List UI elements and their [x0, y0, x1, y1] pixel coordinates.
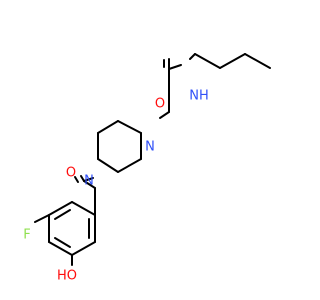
- piperazine-bond: [97, 158, 119, 173]
- ketone-double-bond: [80, 175, 85, 182]
- fluorine-label: F: [23, 228, 30, 243]
- piperazine-bond: [117, 120, 142, 134]
- benzene-bond: [48, 201, 73, 216]
- piperazine-bond: [97, 120, 119, 134]
- butyl-bond: [189, 53, 196, 60]
- piperazine-nitrogen-upper-label: N: [145, 140, 155, 155]
- benzene-inner-bond: [54, 237, 71, 248]
- butyl-bond: [219, 53, 246, 69]
- piperazine-bond: [117, 158, 142, 173]
- benzene-bond: [71, 241, 96, 256]
- ketone-oxygen-label: O: [66, 166, 76, 181]
- ketone-double-bond: [74, 176, 79, 183]
- amide-nitrogen-label: NH: [189, 89, 209, 104]
- benzene-inner-bond: [54, 209, 71, 220]
- amide-to-ring-bond: [83, 177, 94, 182]
- atom-label-layer: O NH N N O F HO: [23, 89, 208, 284]
- amide-cn-bond: [168, 64, 182, 70]
- butyl-bond: [194, 53, 221, 69]
- hydroxyl-label: HO: [57, 269, 77, 284]
- benzene-bond: [71, 201, 96, 216]
- butyl-bond: [244, 53, 271, 69]
- backbone-bond: [159, 111, 170, 119]
- benzene-bond: [48, 241, 73, 256]
- bond-layer: [34, 53, 271, 266]
- ketone-carbon-bond: [83, 180, 96, 189]
- molecule-structure: O NH N N O F HO: [23, 53, 271, 284]
- fluoro-bond: [34, 214, 50, 223]
- amide-oxygen-label: O: [155, 97, 165, 112]
- piperazine-nitrogen-lower-label: N: [84, 174, 94, 189]
